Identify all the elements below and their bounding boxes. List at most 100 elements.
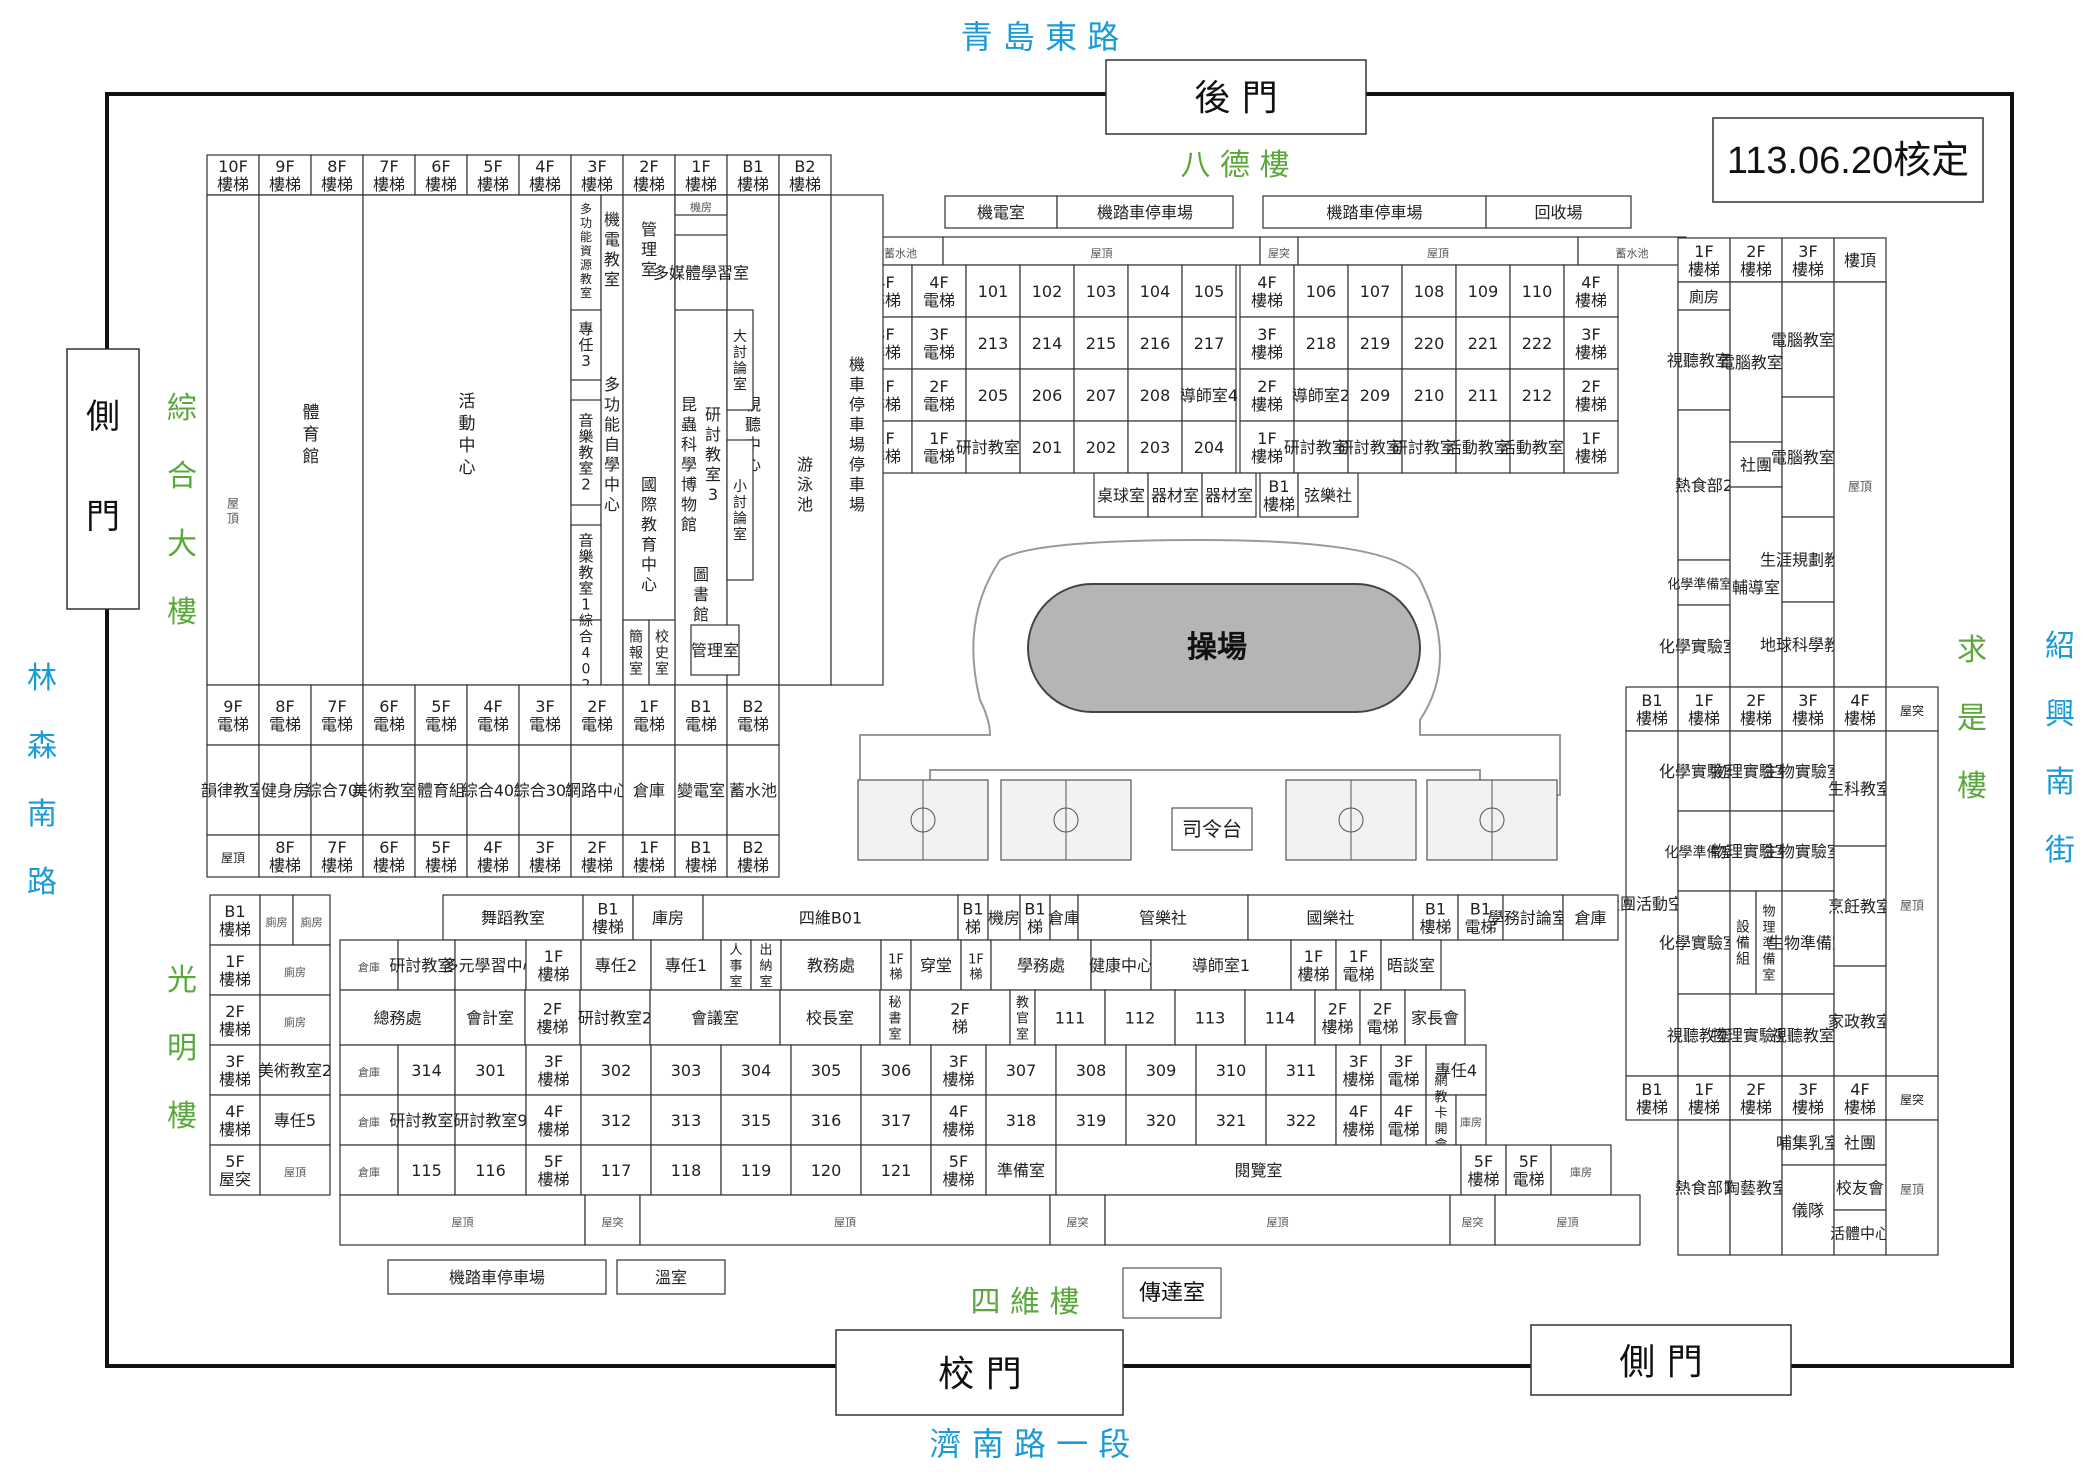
room-label: 蟲 [681, 415, 697, 434]
room-cell [454, 1094, 527, 1146]
room-cell [525, 1044, 582, 1096]
room-cell [726, 684, 780, 746]
room-cell [960, 939, 992, 991]
room-cell [1181, 316, 1237, 370]
room-label: 研討教室8 [389, 1111, 463, 1130]
room-label: 報 [629, 646, 643, 662]
court-circle [1479, 807, 1505, 833]
room-label: 多 [580, 202, 592, 216]
court-circle [1338, 807, 1364, 833]
room-label: 化學實驗室2 [1659, 762, 1749, 781]
qiushi-char: 是 [1957, 701, 1987, 736]
zonghe-col [362, 194, 572, 686]
room-label: 博 [681, 475, 697, 494]
room-label: 304 [741, 1061, 772, 1080]
room-cell [1677, 686, 1731, 732]
room-label: 車 [849, 375, 865, 394]
room-cell [1055, 1144, 1462, 1196]
room-label: 屋頂 [1900, 899, 1924, 913]
room-label: 110 [1522, 282, 1553, 301]
room-label: 屋頂 [834, 1216, 856, 1229]
room-cell [1019, 420, 1075, 474]
room-cell [790, 1144, 862, 1196]
zonghe-col [258, 194, 364, 686]
room-label: 研討教室7 [1392, 438, 1466, 457]
room-label: 室 [641, 260, 657, 279]
room-label: 學 [604, 455, 620, 474]
room-cell [1314, 989, 1361, 1046]
room-label: 107 [1360, 282, 1391, 301]
room-label: 停 [849, 395, 865, 414]
room-label: 102 [1032, 282, 1063, 301]
room-cell [1577, 236, 1687, 266]
room-label: 317 [881, 1111, 912, 1130]
room-label: 中 [604, 475, 620, 494]
room-label: 陶藝教室 [1724, 1179, 1788, 1198]
room-label: 管理室 [691, 641, 739, 660]
room-label: 206 [1032, 386, 1063, 405]
west-side-gate[interactable]: 側門 [66, 348, 140, 610]
room-label: 119 [741, 1161, 772, 1180]
room-label: 綜合401 [462, 781, 525, 800]
room-label: 育 [303, 425, 320, 445]
room-label: 活體中心 [1830, 1225, 1890, 1243]
room-label: 電腦教室2 [1771, 448, 1845, 467]
room-cell [1201, 472, 1257, 518]
room-label: 108 [1414, 282, 1445, 301]
room-label: 會議室 [691, 1009, 739, 1028]
building-siwei-name: 四 維 樓 [970, 1285, 1079, 1320]
room-label: 桌球室 [1097, 486, 1145, 505]
room-cell [1455, 264, 1511, 318]
room-label: 育 [641, 535, 657, 554]
room-label: 215 [1086, 334, 1117, 353]
room-cell [1677, 237, 1731, 283]
room-label: 216 [1140, 334, 1171, 353]
room-label: 際 [641, 495, 657, 514]
room-cell [674, 194, 728, 216]
west-gate-char: 側 [86, 397, 120, 437]
room-label: 221 [1468, 334, 1499, 353]
room-cell [1729, 1119, 1783, 1256]
room-cell [1262, 195, 1487, 229]
facility-label: 機電室 [977, 203, 1025, 222]
back-gate[interactable]: 後 門 [1105, 59, 1367, 135]
room-label: 合 [579, 630, 593, 646]
approved-label: 113.06.20核定 [1727, 140, 1969, 182]
room-cell [1509, 368, 1565, 422]
east-side-gate[interactable]: 側 門 [1530, 1324, 1792, 1396]
room-cell [632, 894, 704, 941]
room-cell [570, 744, 624, 836]
front-gate[interactable]: 校 門 [835, 1329, 1124, 1416]
room-label: 多 [604, 375, 620, 394]
room-cell [259, 1044, 331, 1096]
room-label: 車 [849, 415, 865, 434]
room-label: 中 [459, 436, 476, 456]
room-cell [518, 834, 572, 878]
room-label: 館 [693, 605, 709, 624]
room-label: 203 [1140, 438, 1171, 457]
room-cell [1781, 396, 1835, 518]
room-cell [622, 834, 676, 878]
room-cell [622, 619, 650, 686]
room-cell [909, 989, 1011, 1046]
room-label: 機房 [690, 200, 712, 214]
room-label: 國 [641, 475, 657, 494]
room-cell [1833, 1119, 1887, 1166]
room-cell [987, 894, 1021, 941]
